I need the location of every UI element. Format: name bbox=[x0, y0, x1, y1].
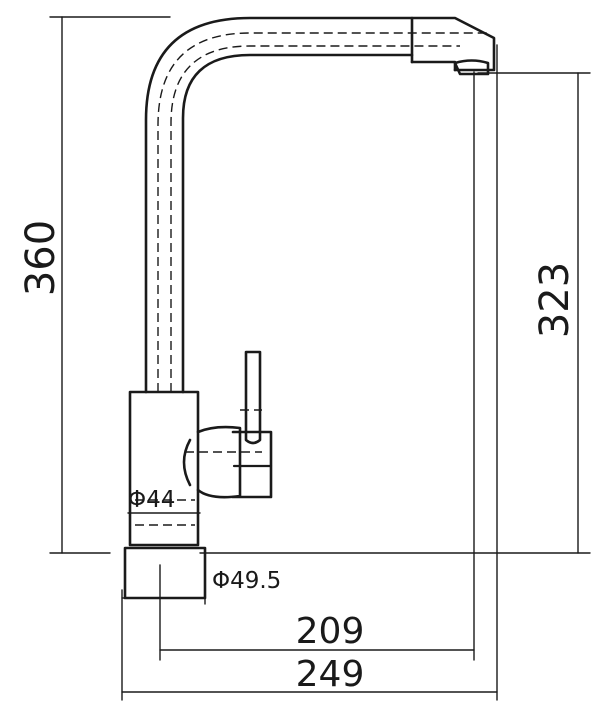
label-total-reach: 249 bbox=[296, 654, 365, 695]
hidden-lines bbox=[135, 32, 490, 526]
faucet-outline bbox=[123, 16, 496, 600]
label-spout-reach: 209 bbox=[296, 611, 365, 652]
dimension-line-total-reach bbox=[121, 44, 498, 701]
dimension-line-spout-reach bbox=[159, 71, 475, 661]
label-spout-height: 323 bbox=[532, 262, 578, 338]
label-base-diameter: Φ49.5 bbox=[212, 568, 281, 594]
label-body-diameter: Φ44 bbox=[128, 487, 175, 513]
label-total-height: 360 bbox=[18, 220, 64, 296]
